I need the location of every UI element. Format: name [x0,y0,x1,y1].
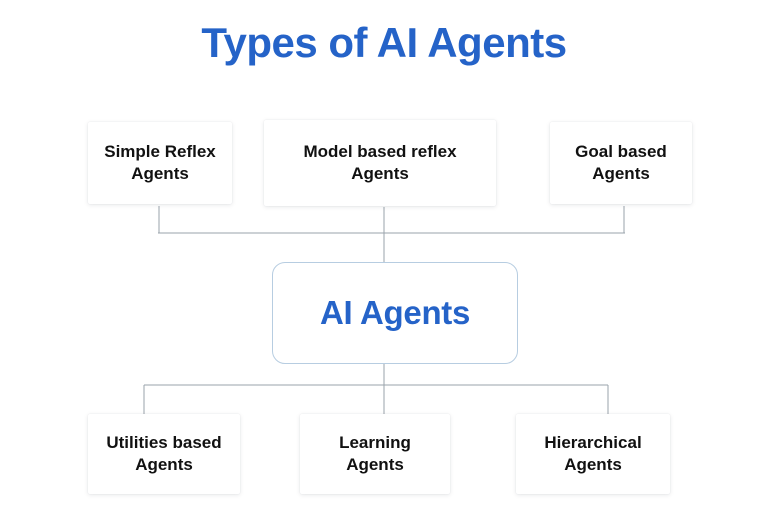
node-center-label: AI Agents [319,294,471,331]
node-card-label: Learning Agents [310,432,440,477]
node-card-line2: Agents [131,164,189,183]
page-title: Types of AI Agents [201,19,567,66]
node-card-label: Utilities based Agents [98,432,230,477]
node-card-line2: Agents [346,455,404,474]
node-card-line1: Model based reflex [303,141,457,161]
node-card-label: Simple Reflex Agents [98,141,222,186]
node-card-line2: Agents [592,164,650,183]
node-card-line2: Agents [351,164,409,183]
node-card-hierarchical-agents[interactable]: Hierarchical Agents [516,414,670,494]
node-card-goal-based-agents[interactable]: Goal based Agents [550,122,692,204]
node-card-line1: Hierarchical [544,432,642,452]
node-card-line1: Simple Reflex [104,141,216,161]
node-card-learning-agents[interactable]: Learning Agents [300,414,450,494]
node-card-line1: Goal based [575,141,667,161]
node-center-ai-agents[interactable]: AI Agents [272,262,518,364]
node-card-simple-reflex-agents[interactable]: Simple Reflex Agents [88,122,232,204]
node-card-label: Model based reflex Agents [274,141,486,186]
node-card-line2: Agents [564,455,622,474]
node-card-line2: Agents [135,455,193,474]
node-card-label: Hierarchical Agents [526,432,660,477]
node-card-label: Goal based Agents [560,141,682,186]
node-card-line1: Learning [339,432,411,452]
node-card-model-based-reflex-agents[interactable]: Model based reflex Agents [264,120,496,206]
node-card-utilities-based-agents[interactable]: Utilities based Agents [88,414,240,494]
node-card-line1: Utilities based [106,432,222,452]
